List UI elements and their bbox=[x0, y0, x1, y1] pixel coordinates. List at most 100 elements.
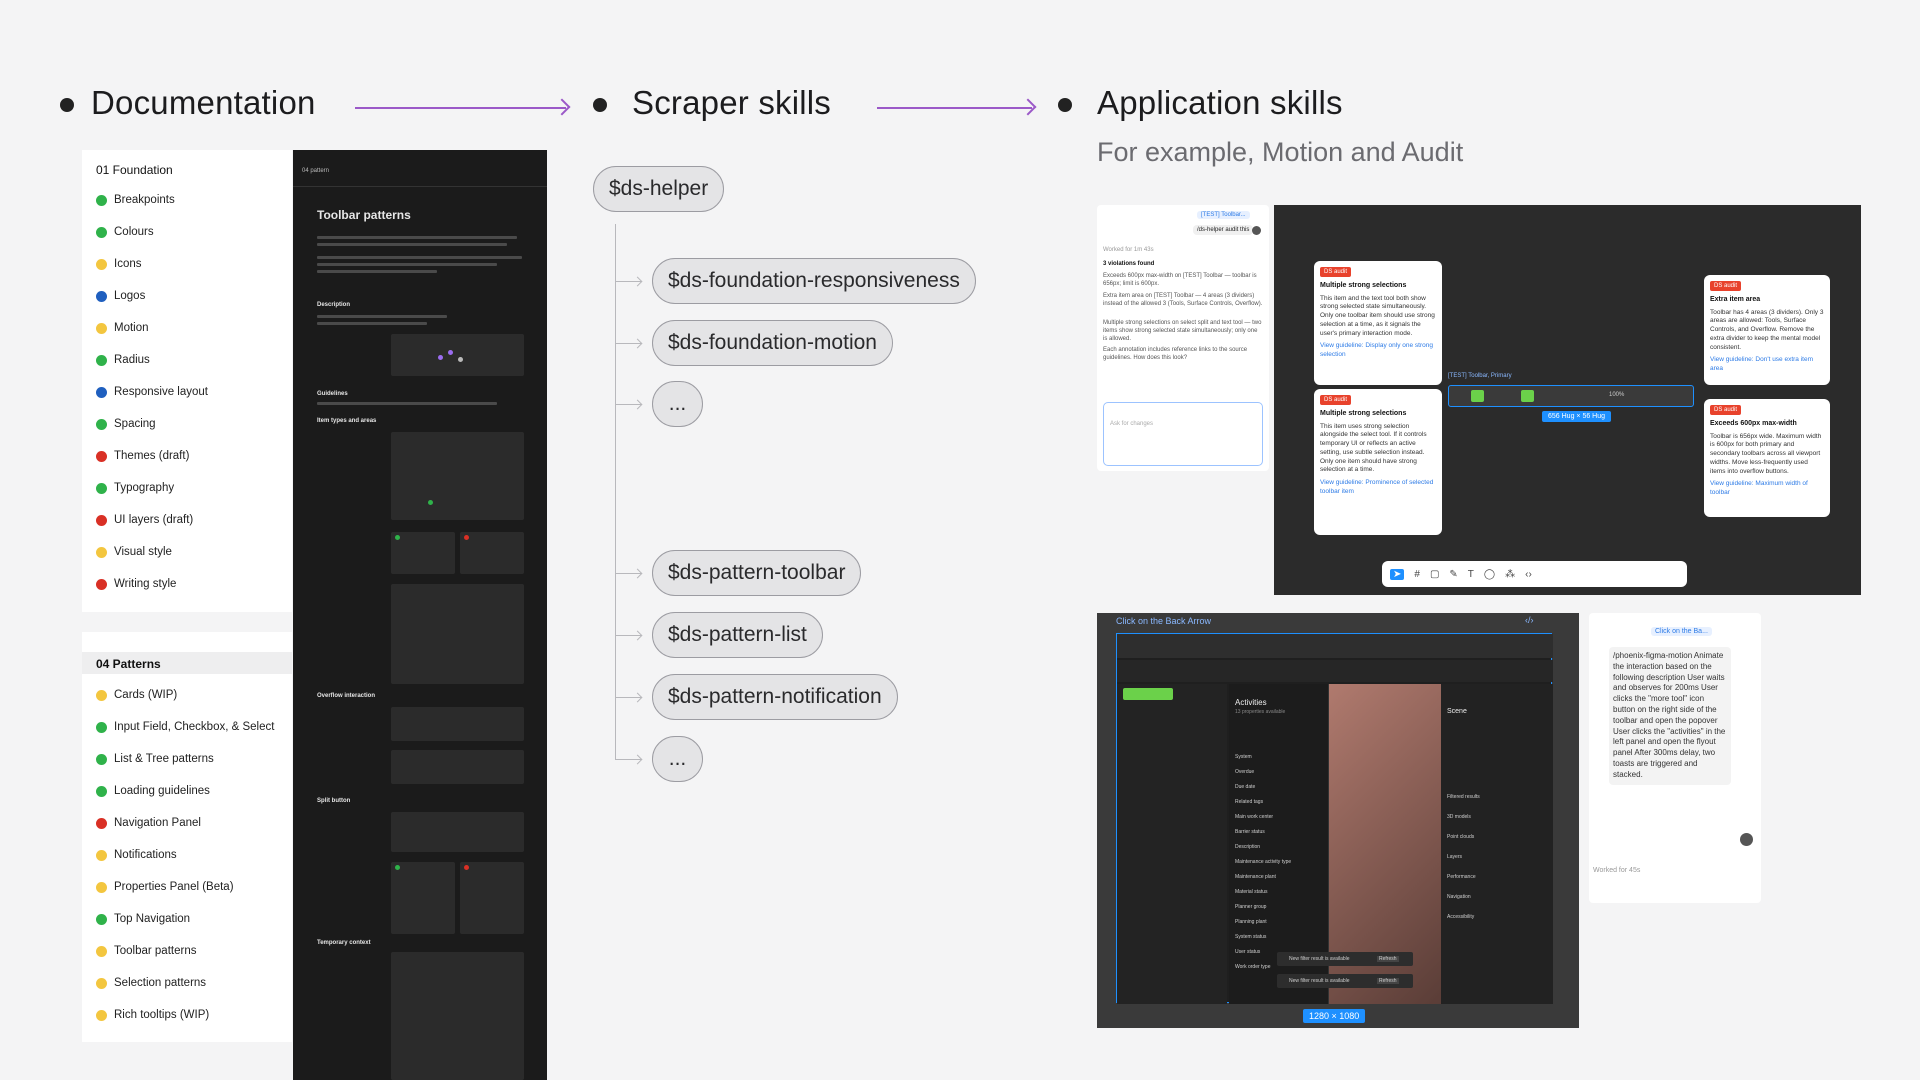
audit-card-link[interactable]: View guideline: Display only one strong … bbox=[1320, 342, 1433, 359]
doc-list-item[interactable]: Responsive layout bbox=[96, 386, 208, 398]
left-panel-tab[interactable] bbox=[1123, 688, 1173, 700]
doc-list-item[interactable]: Visual style bbox=[96, 546, 172, 558]
tree-branch bbox=[615, 343, 641, 344]
doc-list-item[interactable]: Typography bbox=[96, 482, 174, 494]
filter-row[interactable]: User status bbox=[1235, 949, 1261, 955]
doc-list-item-label: Loading guidelines bbox=[114, 785, 210, 797]
frame-icon[interactable]: # bbox=[1414, 568, 1420, 580]
skill-more-pill[interactable]: ... bbox=[652, 381, 703, 427]
doc-list-item[interactable]: Selection patterns bbox=[96, 977, 206, 989]
doc-list-item[interactable]: List & Tree patterns bbox=[96, 753, 214, 765]
audit-card-link[interactable]: View guideline: Maximum width of toolbar bbox=[1710, 480, 1808, 497]
doc-list-item[interactable]: Radius bbox=[96, 354, 150, 366]
doc-list-item[interactable]: Rich tooltips (WIP) bbox=[96, 1009, 209, 1021]
doc-list-item[interactable]: Navigation Panel bbox=[96, 817, 201, 829]
bottom-toolbar[interactable]: ➤ # ▢ ✎ T ◯ ⁂ ‹› bbox=[1382, 561, 1687, 587]
code-icon[interactable]: ‹› bbox=[1525, 568, 1532, 580]
filter-row[interactable]: Material status bbox=[1235, 889, 1268, 895]
scene-panel-item[interactable]: Navigation bbox=[1447, 894, 1471, 900]
doc-list-item-label: Breakpoints bbox=[114, 194, 175, 206]
tree-branch bbox=[615, 635, 641, 636]
doc-list-item[interactable]: Motion bbox=[96, 322, 149, 334]
doc-text-line bbox=[317, 402, 497, 405]
scene-panel-item[interactable]: Point clouds bbox=[1447, 834, 1475, 840]
doc-list-item[interactable]: Toolbar patterns bbox=[96, 945, 196, 957]
doc-list-item[interactable]: Loading guidelines bbox=[96, 785, 210, 797]
doc-list-item[interactable]: UI layers (draft) bbox=[96, 514, 193, 526]
skill-child-pill[interactable]: $ds-pattern-list bbox=[652, 612, 823, 658]
text-icon[interactable]: T bbox=[1467, 568, 1474, 580]
status-dot-icon bbox=[96, 450, 107, 462]
doc-list-item[interactable]: Writing style bbox=[96, 578, 176, 590]
status-dot-icon bbox=[96, 721, 107, 733]
toast-refresh[interactable]: Refresh bbox=[1377, 978, 1399, 984]
audit-card-link[interactable]: View guideline: Don't use extra item are… bbox=[1710, 356, 1814, 373]
status-dot-icon bbox=[96, 1009, 107, 1021]
doc-list-item[interactable]: Spacing bbox=[96, 418, 156, 430]
filter-row[interactable]: Overdue bbox=[1235, 769, 1255, 775]
doc-section-overflow: Overflow interaction bbox=[317, 693, 376, 699]
filter-row[interactable]: Description bbox=[1235, 844, 1261, 850]
status-dot-icon bbox=[96, 322, 107, 334]
avatar bbox=[1252, 226, 1261, 235]
filter-row[interactable]: System status bbox=[1235, 934, 1267, 940]
skill-child-pill[interactable]: $ds-pattern-toolbar bbox=[652, 550, 862, 596]
skill-more-pill[interactable]: ... bbox=[652, 736, 703, 782]
audit-card-link[interactable]: View guideline: Prominence of selected t… bbox=[1320, 479, 1434, 495]
skill-child-pill[interactable]: $ds-pattern-notification bbox=[652, 674, 898, 720]
plugin-icon[interactable]: ⁂ bbox=[1505, 568, 1516, 580]
scene-panel-item[interactable]: Performance bbox=[1447, 874, 1476, 880]
doc-list-item[interactable]: Cards (WIP) bbox=[96, 689, 177, 701]
doc-list-item[interactable]: Top Navigation bbox=[96, 913, 190, 925]
arrow-doc-to-scraper bbox=[355, 107, 566, 109]
filter-row[interactable]: Maintenance activity type bbox=[1235, 859, 1292, 865]
doc-image bbox=[391, 532, 455, 574]
doc-list-item[interactable]: Icons bbox=[96, 258, 142, 270]
scene-panel-item[interactable]: 3D models bbox=[1447, 814, 1471, 820]
doc-list-item[interactable]: Input Field, Checkbox, & Select bbox=[96, 721, 274, 733]
filter-row[interactable]: Due date bbox=[1235, 784, 1256, 790]
doc-list-item[interactable]: Logos bbox=[96, 290, 145, 302]
audit-chat-query: /ds-helper audit this bbox=[1193, 225, 1254, 235]
filter-row[interactable]: System bbox=[1235, 754, 1252, 760]
comment-icon[interactable]: ◯ bbox=[1483, 568, 1496, 580]
doc-dot bbox=[464, 535, 469, 540]
doc-list-item-label: Rich tooltips (WIP) bbox=[114, 1009, 210, 1021]
filter-row[interactable]: Planner group bbox=[1235, 904, 1267, 910]
status-dot-icon bbox=[96, 753, 107, 765]
filter-row[interactable]: Barrier status bbox=[1235, 829, 1265, 835]
audit-card-title: Extra item area bbox=[1710, 296, 1761, 304]
skill-child-pill[interactable]: $ds-foundation-responsiveness bbox=[652, 258, 976, 304]
pen-icon[interactable]: ✎ bbox=[1449, 568, 1458, 580]
scene-panel-item[interactable]: Accessibility bbox=[1447, 914, 1475, 920]
selected-toolbar[interactable]: 100% bbox=[1448, 385, 1694, 407]
audit-chat-input[interactable]: Ask for changes bbox=[1103, 402, 1263, 466]
skill-child-pill[interactable]: $ds-foundation-motion bbox=[652, 320, 893, 366]
doc-list-item[interactable]: Colours bbox=[96, 226, 154, 238]
scraper-heading: Scraper skills bbox=[632, 84, 832, 121]
pointer-icon[interactable]: ➤ bbox=[1390, 568, 1405, 580]
doc-list-item[interactable]: Breakpoints bbox=[96, 194, 175, 206]
skill-root-pill[interactable]: $ds-helper bbox=[593, 166, 725, 212]
doc-list-item[interactable]: Themes (draft) bbox=[96, 450, 189, 462]
code-icon[interactable]: ‹/› bbox=[1525, 615, 1534, 625]
doc-list-item[interactable]: Properties Panel (Beta) bbox=[96, 881, 234, 893]
tree-branch bbox=[615, 573, 641, 574]
filter-row[interactable]: Work order type bbox=[1235, 964, 1271, 970]
status-dot-icon bbox=[96, 418, 107, 430]
doc-list-item[interactable]: Notifications bbox=[96, 849, 177, 861]
scene-panel-item[interactable]: Layers bbox=[1447, 854, 1463, 860]
patterns-list: 04 Patterns Cards (WIP)Input Field, Chec… bbox=[82, 632, 292, 1042]
scene-panel-item[interactable]: Filtered results bbox=[1447, 794, 1480, 800]
left-panel bbox=[1117, 684, 1227, 1004]
filter-row[interactable]: Main work center bbox=[1235, 814, 1274, 820]
toast-text: New filter result is available bbox=[1289, 956, 1350, 962]
filter-row[interactable]: Related tags bbox=[1235, 799, 1264, 805]
filter-row[interactable]: Planning plant bbox=[1235, 919, 1267, 925]
patterns-heading-bg bbox=[82, 652, 292, 674]
status-dot-icon bbox=[96, 386, 107, 398]
toast-refresh[interactable]: Refresh bbox=[1377, 956, 1399, 962]
doc-dot bbox=[458, 357, 463, 362]
filter-row[interactable]: Maintenance plant bbox=[1235, 874, 1276, 880]
shape-icon[interactable]: ▢ bbox=[1429, 568, 1440, 580]
